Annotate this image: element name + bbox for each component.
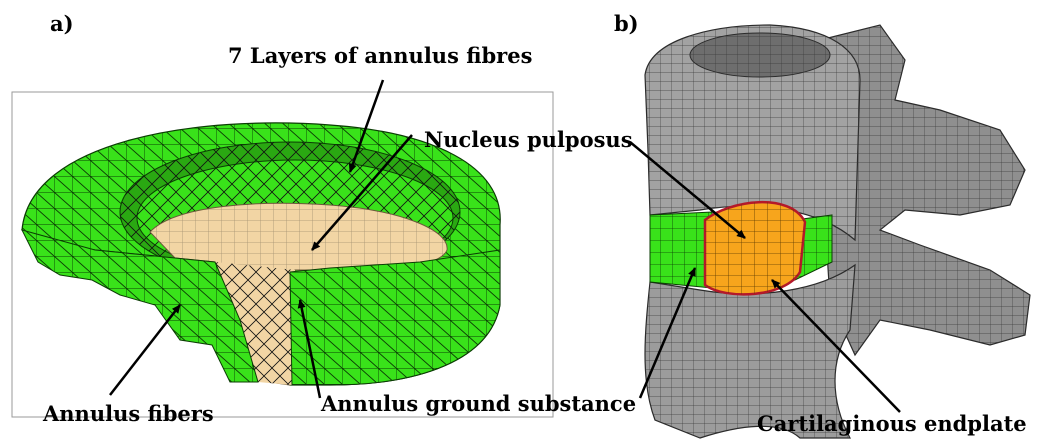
label-ground: Annulus ground substance [321, 391, 637, 416]
arrow-nucleus-a [311, 134, 413, 251]
panel-a-diagram [11, 79, 554, 418]
arrow-ground-b [638, 267, 697, 399]
panel-b-tag: b) [614, 11, 639, 36]
lower-vertebra [644, 263, 856, 439]
label-fibers: Annulus fibers [43, 401, 214, 426]
upper-vertebra [644, 24, 861, 242]
annulus-ground-substance-face [289, 249, 501, 386]
posterior-elements [819, 24, 1031, 357]
annulus-fiber-steps [21, 229, 259, 383]
arrow-fibers [109, 304, 181, 396]
arrow-endplate [771, 279, 901, 413]
label-layers: 7 Layers of annulus fibres [228, 43, 533, 68]
disc-annulus-b [649, 211, 833, 289]
nucleus-pulposus-a [149, 202, 448, 386]
panel-b-diagram [629, 24, 1031, 439]
arrow-ground [297, 299, 322, 399]
arrow-nucleus-b [629, 141, 746, 239]
panel-a-frame [11, 91, 554, 418]
label-nucleus: Nucleus pulposus [424, 127, 633, 152]
arrow-layers [348, 79, 385, 173]
label-endplate: Cartilaginous endplate [757, 411, 1027, 436]
panel-a-tag: a) [50, 11, 74, 36]
